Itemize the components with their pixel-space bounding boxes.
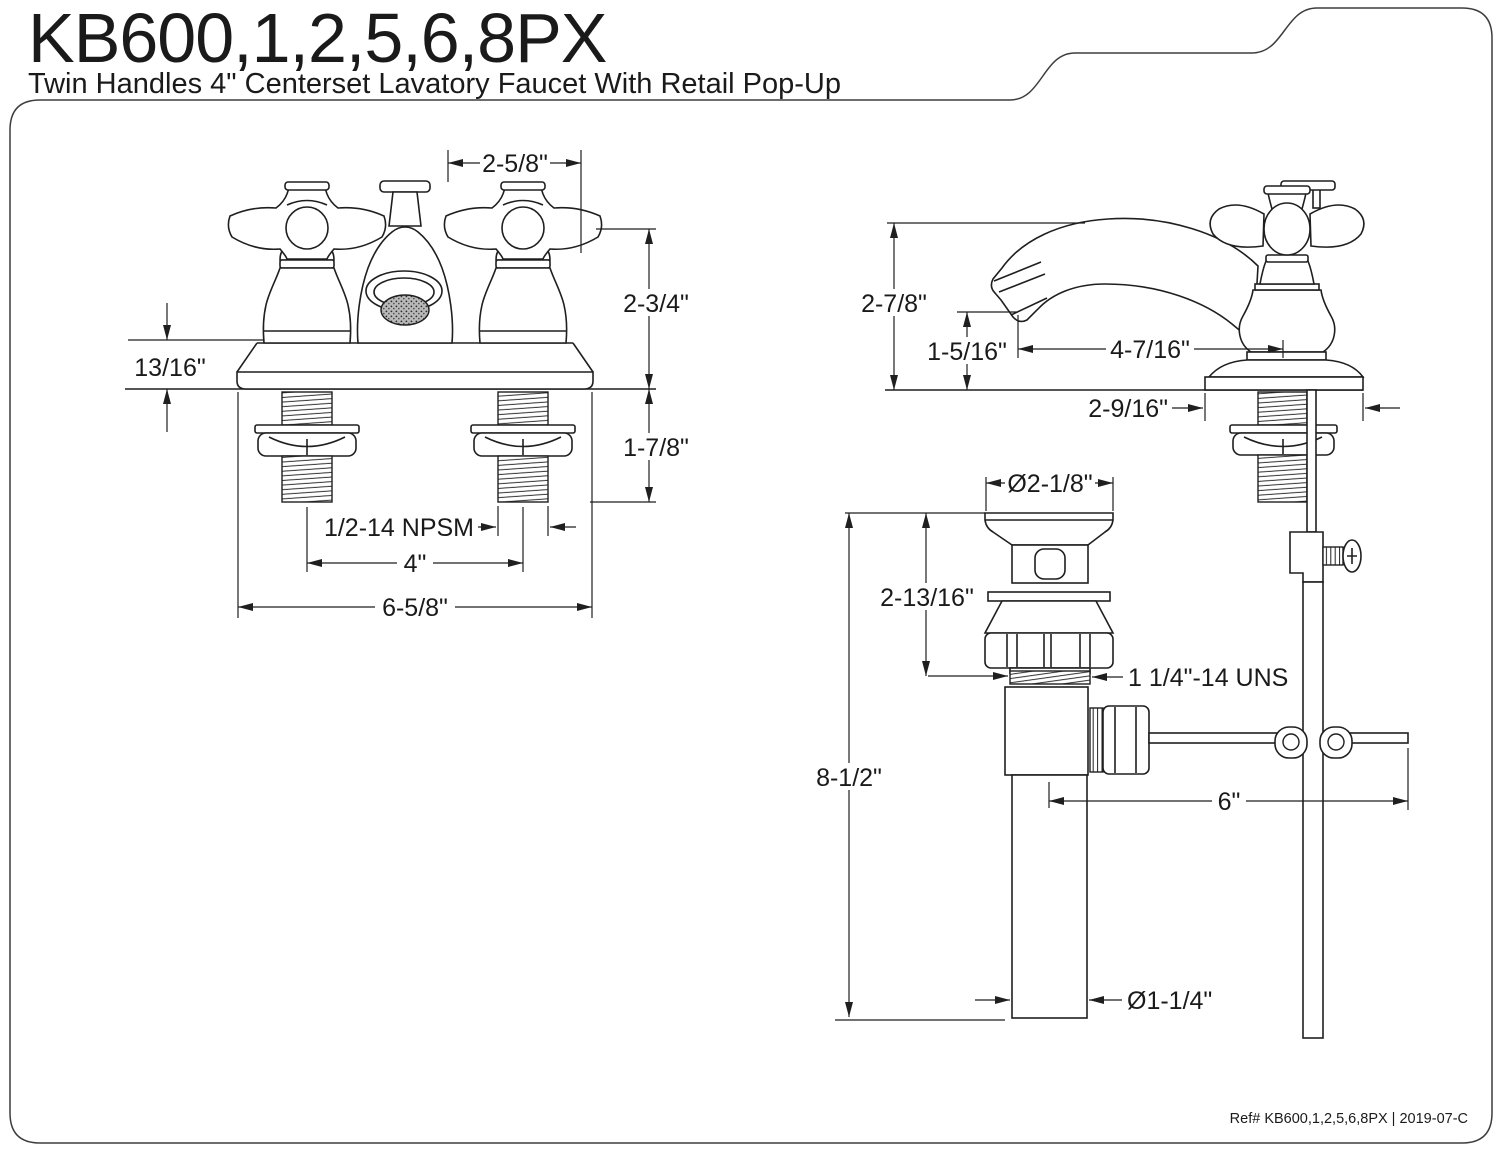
svg-text:1 1/4"-14 UNS: 1 1/4"-14 UNS — [1128, 664, 1288, 692]
base-ring — [1246, 351, 1327, 361]
spring-clip — [1274, 726, 1353, 759]
sheet-border — [9, 7, 1493, 1144]
mounting-shank-right — [470, 391, 576, 503]
thumbscrew-stem — [1322, 546, 1344, 566]
svg-text:2-3/4": 2-3/4" — [623, 290, 689, 318]
svg-text:4": 4" — [404, 550, 427, 578]
dim-base-depth: 2-9/16" — [1088, 393, 1400, 423]
svg-text:6": 6" — [1218, 788, 1241, 816]
handle-left — [227, 181, 387, 344]
lift-rod-lower — [1306, 389, 1317, 533]
spout-front — [356, 180, 454, 344]
svg-text:2-13/16": 2-13/16" — [880, 584, 974, 612]
front-view: 2-5/8" 2-3/4" 1-7/8" 13/16" 1/2-14 NPSM — [125, 149, 692, 622]
dim-handle-spread: 2-5/8" — [447, 149, 582, 253]
dim-spout-reach: 4-7/16" — [1017, 315, 1284, 364]
svg-text:2-9/16": 2-9/16" — [1088, 395, 1168, 423]
lift-rod-knob — [379, 180, 431, 193]
dim-overall-height: 8-1/2" — [814, 513, 1005, 1021]
page-subtitle: Twin Handles 4" Centerset Lavatory Fauce… — [28, 68, 841, 100]
dim-tailpiece-diameter: Ø1-1/4" — [975, 987, 1212, 1015]
svg-text:Ø1-1/4": Ø1-1/4" — [1127, 987, 1212, 1015]
svg-text:1-7/8": 1-7/8" — [623, 434, 689, 462]
dim-outlet-to-deck: 1-5/16" — [925, 311, 1018, 390]
dim-drain-thread: 1 1/4"-14 UNS — [928, 664, 1288, 692]
lift-strap — [1302, 581, 1324, 1039]
svg-text:2-5/8": 2-5/8" — [482, 150, 548, 178]
svg-text:1/2-14 NPSM: 1/2-14 NPSM — [324, 514, 474, 542]
dim-rod-reach: 6" — [1048, 748, 1409, 816]
handle-side — [1209, 185, 1365, 256]
svg-text:6-5/8": 6-5/8" — [382, 594, 448, 622]
dim-flange-diameter: Ø2-1/8" — [985, 469, 1114, 511]
dim-spout-height: 2-7/8" — [858, 222, 1085, 390]
stopper-slot — [1034, 548, 1066, 580]
svg-text:4-7/16": 4-7/16" — [1110, 336, 1190, 364]
slip-washer — [1089, 707, 1104, 773]
faucet-body-side — [1204, 254, 1365, 391]
drain-flange — [984, 512, 1114, 584]
base-bell — [1207, 359, 1365, 378]
page-title: KB600,1,2,5,6,8PX — [28, 0, 607, 77]
strap-bracket — [1289, 531, 1324, 583]
dim-deck-plate-height: 13/16" — [128, 303, 264, 432]
drain-locknut — [984, 632, 1114, 669]
handle-right — [443, 181, 603, 344]
slip-nut — [1102, 705, 1150, 775]
svg-text:Ø2-1/8": Ø2-1/8" — [1007, 470, 1092, 498]
dim-shank-thread: 1/2-14 NPSM — [324, 506, 576, 542]
tailpiece — [1011, 774, 1088, 1019]
drain-elbow — [1004, 686, 1150, 776]
drain-view — [983, 512, 1409, 1019]
dim-flange-to-thread: 2-13/16" — [845, 512, 985, 676]
svg-text:8-1/2": 8-1/2" — [816, 764, 882, 792]
mounting-shank-left — [254, 391, 360, 503]
deck-plate — [125, 342, 656, 390]
side-view: 2-7/8" 1-5/16" 4-7/16" 2-9/16" — [858, 180, 1400, 503]
base-band — [1204, 376, 1364, 391]
dim-shank-length: 1-7/8" — [590, 389, 692, 503]
lift-strap-assembly — [1274, 389, 1362, 1039]
dim-above-deck-height: 2-3/4" — [596, 228, 692, 389]
dim-faucet-centers: 4" — [306, 507, 524, 578]
aerator — [380, 294, 430, 326]
footer-reference: Ref# KB600,1,2,5,6,8PX | 2019-07-C — [1230, 1111, 1468, 1127]
dim-overall-width: 6-5/8" — [237, 392, 593, 622]
shank-side — [1229, 391, 1338, 503]
svg-text:2-7/8": 2-7/8" — [861, 290, 927, 318]
svg-text:1-5/16": 1-5/16" — [927, 338, 1007, 366]
svg-text:13/16": 13/16" — [134, 354, 205, 382]
drain-threads — [1009, 667, 1091, 685]
drain-collar — [983, 591, 1115, 634]
